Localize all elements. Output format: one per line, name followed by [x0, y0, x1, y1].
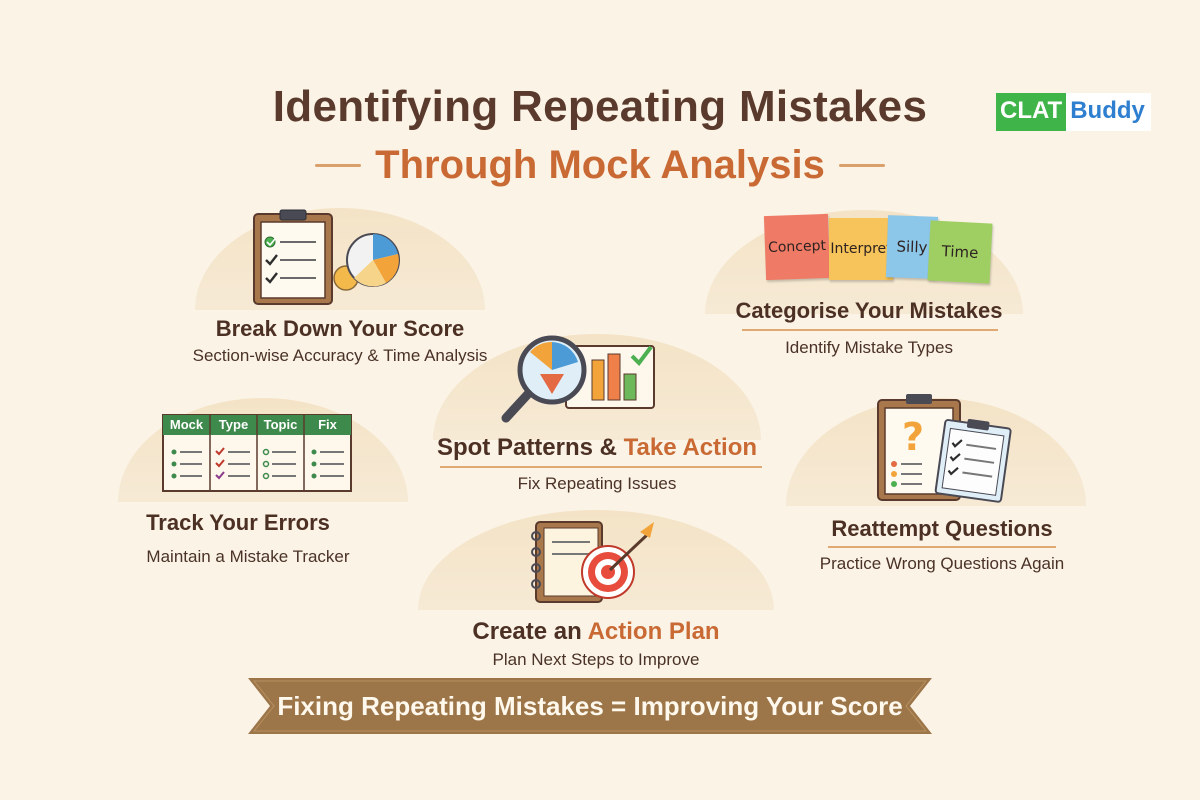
tracker-col-mock: Mock [169, 417, 204, 432]
magnifier-analysis-icon [501, 335, 655, 423]
patterns-title-part-a: Spot Patterns & [436, 434, 624, 461]
bottom-banner-ribbon [248, 678, 932, 734]
tracker-header-row: Mock Type Topic Fix [163, 415, 351, 435]
subtitle-right-dash [838, 163, 885, 167]
plan-subtitle: Plan Next Steps to Improve [492, 650, 700, 669]
track-subtitle: Maintain a Mistake Tracker [146, 547, 350, 566]
patterns-title: Spot Patterns & Take Action [433, 434, 761, 462]
tracker-col-topic: Topic [263, 417, 298, 432]
breakdown-subtitle: Section-wise Accuracy & Time Analysis [192, 346, 488, 365]
mistake-tracker-icon [162, 414, 352, 492]
categorise-title: Categorise Your Mistakes [735, 298, 1003, 323]
sticky-note-interpret-label: Interpret [830, 241, 892, 257]
breakdown-title: Break Down Your Score [215, 316, 465, 341]
page-title: Identifying Repeating Mistakes [272, 82, 928, 131]
tracker-col-fix: Fix [318, 417, 337, 432]
svg-text:?: ? [902, 415, 924, 459]
bottom-banner-text: Fixing Repeating Mistakes = Improving Yo… [277, 690, 903, 721]
reattempt-clipboards-icon: ? [877, 394, 1012, 503]
sticky-note-interpret: Interpret [829, 218, 893, 280]
plan-title-part-b: Action Plan [587, 618, 720, 645]
page-subtitle: Through Mock Analysis [375, 142, 825, 187]
sticky-note-concept: Concept [763, 213, 831, 281]
clatbuddy-logo: CLAT Buddy [996, 93, 1151, 131]
tracker-col-type: Type [218, 417, 249, 432]
plan-title-part-a: Create an [472, 618, 588, 645]
track-title: Track Your Errors [146, 510, 330, 535]
reattempt-title: Reattempt Questions [831, 516, 1053, 541]
logo-part-clat: CLAT [996, 93, 1067, 131]
categorise-underline [742, 329, 998, 331]
patterns-underline [440, 466, 762, 468]
page-subtitle-row: Through Mock Analysis [0, 140, 1200, 190]
reattempt-subtitle: Practice Wrong Questions Again [819, 554, 1065, 573]
logo-part-buddy: Buddy [1066, 93, 1151, 131]
sticky-note-silly-label: Silly [896, 237, 928, 257]
sticky-note-time: Time [927, 220, 993, 284]
plan-title: Create an Action Plan [418, 618, 774, 646]
planner-target-icon [531, 521, 654, 603]
categorise-subtitle: Identify Mistake Types [785, 338, 953, 357]
patterns-title-part-b: Take Action [623, 434, 758, 461]
scorecard-icon [253, 209, 400, 305]
patterns-subtitle: Fix Repeating Issues [517, 474, 677, 493]
subtitle-left-dash [315, 163, 362, 167]
sticky-note-time-label: Time [941, 242, 979, 262]
reattempt-underline [828, 546, 1056, 548]
sticky-note-concept-label: Concept [767, 237, 827, 257]
